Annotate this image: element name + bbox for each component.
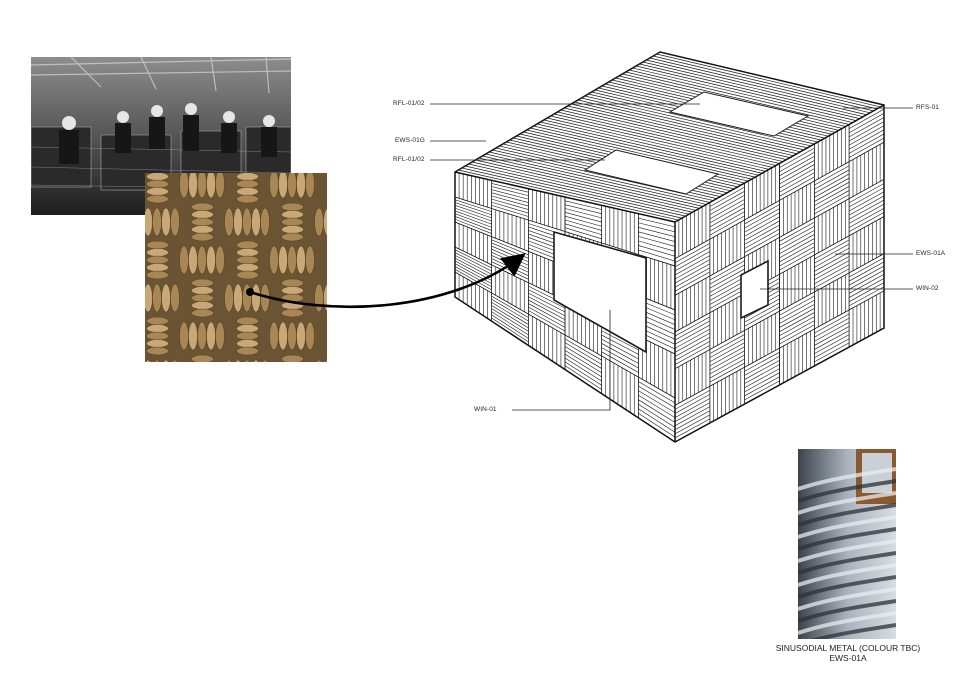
box-outline [454, 51, 885, 443]
leader-lines [430, 103, 913, 411]
material-caption-code: EWS-01A [829, 653, 867, 663]
callout-ews-01g: EWS-01G [395, 137, 425, 144]
woven-rope-photo [145, 173, 327, 362]
window-win-01 [553, 230, 647, 354]
left-facade [455, 172, 675, 442]
callout-rfs-01: RFS-01 [916, 104, 939, 111]
corrugated-metal-photo [798, 449, 896, 639]
window-win-02 [740, 259, 769, 320]
rooflight-upper [668, 91, 810, 137]
callout-rfl-top: RFL-01/02 [393, 100, 425, 107]
material-caption: SINUSODIAL METAL (COLOUR TBC) EWS-01A [748, 643, 948, 663]
callout-ews-01a: EWS-01A [916, 250, 946, 257]
callout-win-01: WIN-01 [474, 406, 497, 413]
callout-win-02: WIN-02 [916, 285, 939, 292]
material-caption-name: SINUSODIAL METAL (COLOUR TBC) [775, 643, 921, 653]
roof-face [455, 52, 884, 222]
rooflight-lower [583, 149, 720, 195]
right-facade [675, 105, 884, 442]
callout-rfl-mid: RFL-01/02 [393, 156, 425, 163]
